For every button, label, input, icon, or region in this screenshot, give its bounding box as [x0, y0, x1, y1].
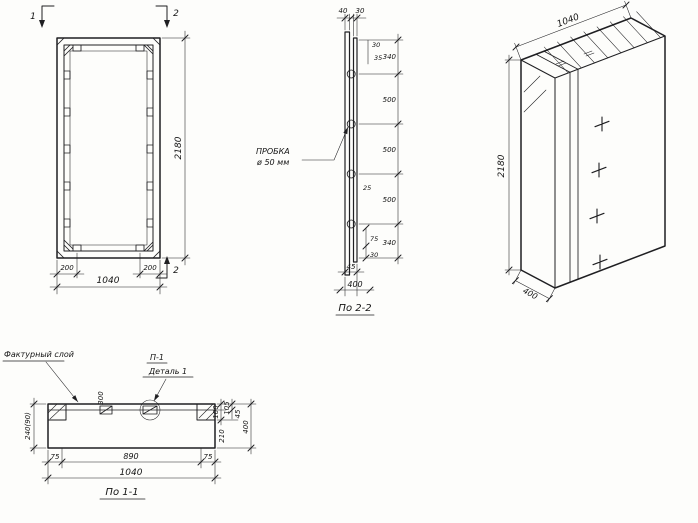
dim-chain-4: 500 — [383, 196, 397, 204]
dimension-ticks — [336, 14, 402, 294]
side-face-strokes — [523, 75, 547, 113]
plug-note-line2: ø 50 мм — [256, 158, 289, 167]
top-anchor-marks — [555, 50, 595, 67]
dim-side-top: 30 — [372, 41, 380, 49]
dim-total-width: 1040 — [120, 468, 143, 478]
extension-lines — [504, 0, 632, 303]
dim-leaf2: 30 — [356, 7, 365, 15]
dim-front-width: 1040 — [97, 276, 120, 286]
section-1-1-title: По 1-1 — [105, 487, 138, 498]
dim-depth: 400 — [347, 280, 362, 289]
dimension-lines — [49, 30, 186, 288]
end-rib-blocks — [47, 403, 216, 421]
dim-axon-height: 2180 — [497, 154, 507, 177]
axonometric-view: 1040 2180 400 — [497, 0, 666, 303]
section-outline — [47, 403, 216, 449]
dim-axon-depth: 400 — [521, 286, 539, 301]
dim-bottom-inner: 45 — [347, 263, 356, 271]
dim-right-1: 100 — [212, 405, 220, 419]
dimension-ticks — [53, 34, 189, 291]
panel-leaf-outline — [69, 50, 148, 246]
dimension-ticks — [505, 1, 630, 303]
dimension-lines — [508, 4, 627, 299]
panel-3d-inner-edges — [520, 35, 666, 289]
section-2-label-bottom: 2 — [173, 266, 179, 276]
plug-leader-line — [301, 126, 349, 161]
detail-leader-arrow-icon — [154, 393, 160, 401]
dim-edge-right: 200 — [143, 264, 157, 272]
section-1-arrow-icon — [39, 20, 45, 28]
dim-side-top2: 35 — [374, 54, 382, 62]
inner-corner-hatch — [63, 44, 154, 252]
top-face-hatch — [543, 11, 661, 74]
front-elevation-view: 1040 200 200 2180 1 2 2 — [30, 5, 191, 295]
dim-front-height: 2180 — [174, 136, 184, 159]
dim-edge-left: 200 — [60, 264, 74, 272]
dim-bottom-right: 75 — [204, 453, 213, 461]
leaf-inner — [352, 37, 358, 263]
plug-leader-arrow-icon — [343, 127, 348, 135]
extension-lines — [344, 13, 404, 297]
dim-right-5: 400 — [242, 420, 250, 434]
dim-right-4: 210 — [218, 429, 226, 443]
dim-bottom-left: 75 — [51, 453, 60, 461]
dim-right-3: 45 — [234, 409, 242, 418]
detail-label: Деталь 1 — [148, 367, 187, 376]
panel-frame-outline — [63, 44, 154, 252]
section-2-label-top: 2 — [173, 9, 179, 19]
section-1-label: 1 — [30, 12, 36, 22]
facing-layer-note: Фактурный слой — [4, 350, 74, 359]
leaf-outer — [344, 31, 351, 276]
dim-right-2: 105 — [223, 401, 231, 415]
extension-lines — [29, 403, 257, 485]
horizontal-section-view: Фактурный слой П-1 Деталь 1 240(90) 300 … — [2, 350, 257, 500]
dim-low-2: 30 — [370, 251, 378, 259]
section-2-arrow-bottom-icon — [164, 256, 170, 264]
dim-low-1: 75 — [370, 235, 378, 243]
plug-circle — [346, 169, 356, 179]
detail-callout-circle — [139, 399, 161, 421]
joint-groove — [535, 50, 579, 283]
dim-chain-2: 500 — [383, 96, 397, 104]
extension-lines — [56, 37, 191, 295]
dim-mid-small: 25 — [363, 184, 371, 192]
plug-circle — [346, 219, 356, 229]
lifting-loops-left — [63, 70, 71, 228]
plug-note-line1: ПРОБКА — [256, 147, 290, 156]
panel-3d-silhouette — [520, 17, 666, 289]
frame-corner-diagonals — [56, 37, 161, 259]
dim-chain-1: 340 — [383, 53, 397, 61]
lifting-loops-top-bottom — [72, 44, 145, 252]
facing-leader-arrow-icon — [71, 395, 78, 402]
dim-inner: 300 — [97, 391, 105, 405]
section-2-arrow-top-icon — [164, 20, 170, 28]
detail-mark: П-1 — [150, 353, 164, 362]
facing-leader-line — [45, 361, 79, 403]
dim-leaf1: 40 — [339, 7, 348, 15]
end-rib-hatch — [47, 403, 216, 421]
lifting-loops-right — [146, 70, 154, 228]
dim-left-layers: 240(90) — [24, 412, 32, 440]
plug-circle — [346, 119, 356, 129]
plug-circle — [346, 69, 356, 79]
section-2-2-title: По 2-2 — [338, 303, 371, 314]
dimension-lines — [33, 397, 252, 479]
dimension-ticks — [30, 400, 255, 482]
dim-chain-3: 500 — [383, 146, 397, 154]
anchor-crosses — [589, 116, 610, 270]
vertical-section-view: 40 30 30 35 340 500 500 500 340 25 75 30… — [256, 7, 404, 316]
dim-bottom-mid: 890 — [123, 452, 138, 461]
panel-outer-outline — [56, 37, 161, 259]
embedded-items — [99, 405, 158, 415]
dim-chain-5: 340 — [383, 239, 397, 247]
